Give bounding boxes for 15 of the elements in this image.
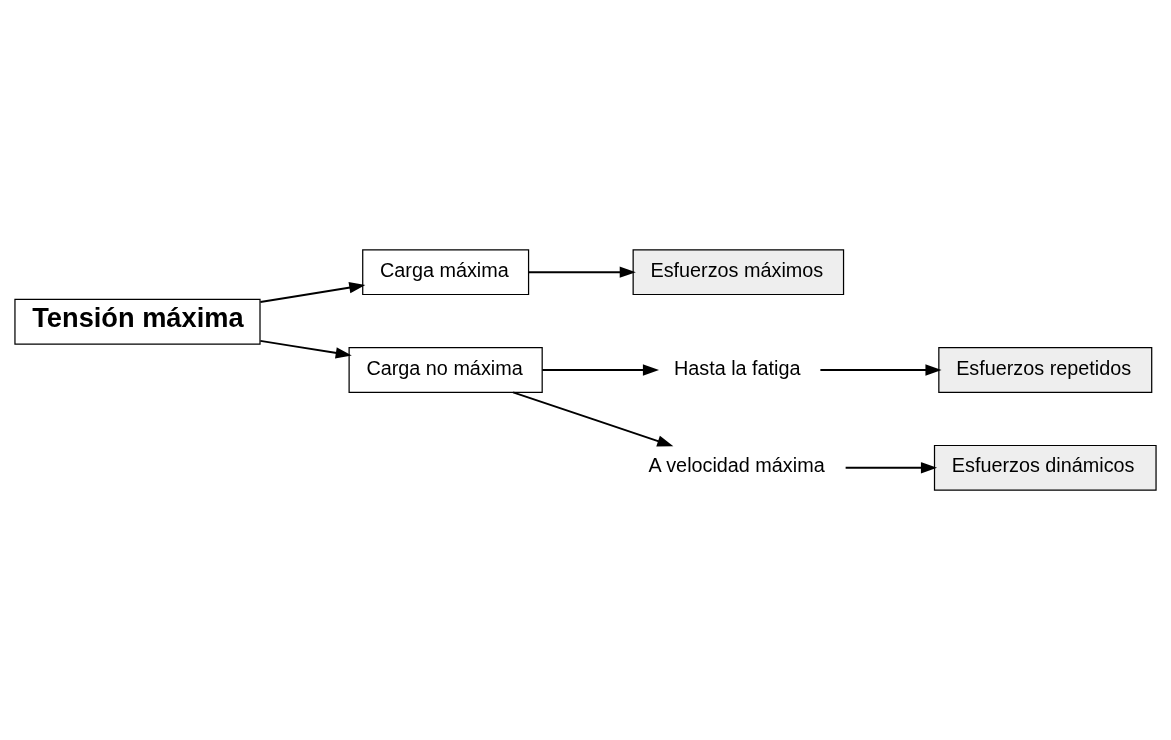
node-box: Esfuerzos dinámicos: [933, 444, 1157, 491]
node-text: A velocidad máxima: [648, 454, 825, 477]
arrow: [512, 391, 674, 447]
node-box: Tensión máxima: [14, 298, 261, 345]
arrow: [259, 340, 352, 359]
arrow: [819, 364, 942, 376]
node-box: Carga no máxima: [348, 347, 543, 393]
node-text: Hasta la fatiga: [673, 356, 801, 379]
arrow: [844, 462, 938, 474]
arrow: [541, 364, 660, 376]
node-box: Esfuerzos repetidos: [938, 347, 1153, 393]
node-box: Esfuerzos máximos: [632, 249, 845, 296]
arrow: [527, 266, 636, 278]
node-box: Carga máxima: [362, 249, 530, 296]
arrow: [259, 282, 366, 303]
